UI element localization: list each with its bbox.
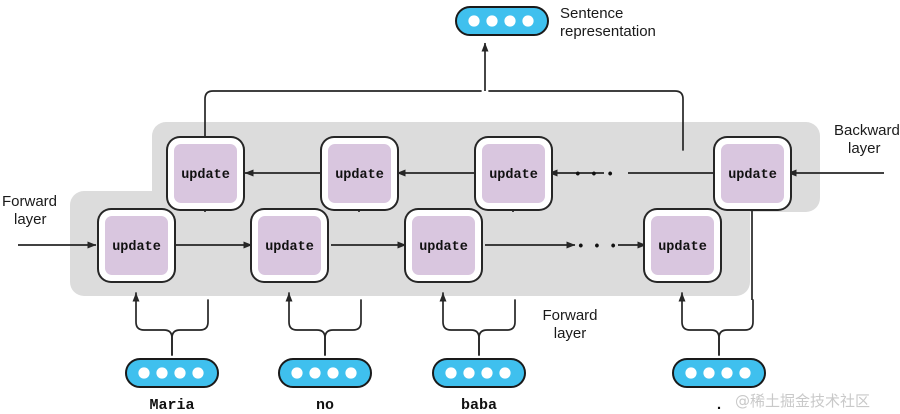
update-cell-fwd-4[interactable]: update: [643, 208, 722, 283]
input-vector-2: [278, 358, 372, 388]
forward-layer-label-line2: layer: [14, 211, 47, 228]
vector-dot: [468, 15, 480, 27]
cell-label: update: [112, 240, 161, 255]
update-cell-bwd-4[interactable]: update: [713, 136, 792, 211]
vector-dot: [721, 367, 733, 379]
update-cell-bwd-3[interactable]: update: [474, 136, 553, 211]
sentence-representation-vector: [455, 6, 549, 36]
vector-dot: [499, 367, 511, 379]
update-cell-bwd-1[interactable]: update: [166, 136, 245, 211]
vector-dot: [463, 367, 475, 379]
cell-label: update: [419, 240, 468, 255]
sentence-representation-label-line2: representation: [560, 23, 656, 40]
forward-ellipsis: • • •: [577, 240, 618, 255]
update-cell-fwd-1[interactable]: update: [97, 208, 176, 283]
vector-dot: [138, 367, 150, 379]
vector-dot: [522, 15, 534, 27]
backward-ellipsis: • • •: [574, 168, 615, 183]
update-cell-fwd-2[interactable]: update: [250, 208, 329, 283]
site-watermark: @稀土掘金技术社区: [735, 392, 870, 410]
vector-dot: [345, 367, 357, 379]
vector-dot: [174, 367, 186, 379]
input-vector-4: [672, 358, 766, 388]
sentence-merge-tree: [204, 42, 684, 151]
forward-cells: update update update update: [97, 208, 722, 283]
vector-dot: [739, 367, 751, 379]
vector-dot: [703, 367, 715, 379]
input-vector-3: [432, 358, 526, 388]
forward-layer-inner-label-line2: layer: [554, 325, 587, 342]
backward-layer-label-line1: Backward: [834, 122, 900, 139]
forward-layer-label-line1: Forward: [2, 193, 57, 210]
vector-dot: [309, 367, 321, 379]
cell-label: update: [489, 168, 538, 183]
vector-dot: [327, 367, 339, 379]
update-cell-bwd-2[interactable]: update: [320, 136, 399, 211]
cell-label: update: [181, 168, 230, 183]
input-split-arrows: [132, 292, 754, 356]
sentence-representation-label-line1: Sentence: [560, 5, 623, 22]
cell-label: update: [335, 168, 384, 183]
forward-layer-inner-label-line1: Forward: [542, 307, 597, 324]
cell-label: update: [265, 240, 314, 255]
input-word-3: baba: [461, 397, 497, 414]
cell-label: update: [728, 168, 777, 183]
vector-dot: [291, 367, 303, 379]
vector-dot: [481, 367, 493, 379]
backward-layer-label-line2: layer: [848, 140, 881, 157]
cell-label: update: [658, 240, 707, 255]
input-vector-1: [125, 358, 219, 388]
input-word-1: Maria: [149, 397, 194, 414]
update-cell-fwd-3[interactable]: update: [404, 208, 483, 283]
vector-dot: [156, 367, 168, 379]
vector-dot: [685, 367, 697, 379]
input-word-4: .: [714, 397, 723, 414]
vector-dot: [504, 15, 516, 27]
vector-dot: [192, 367, 204, 379]
vector-dot: [486, 15, 498, 27]
backward-cells: update update update update: [166, 136, 792, 211]
vector-dot: [445, 367, 457, 379]
input-word-2: no: [316, 397, 334, 414]
